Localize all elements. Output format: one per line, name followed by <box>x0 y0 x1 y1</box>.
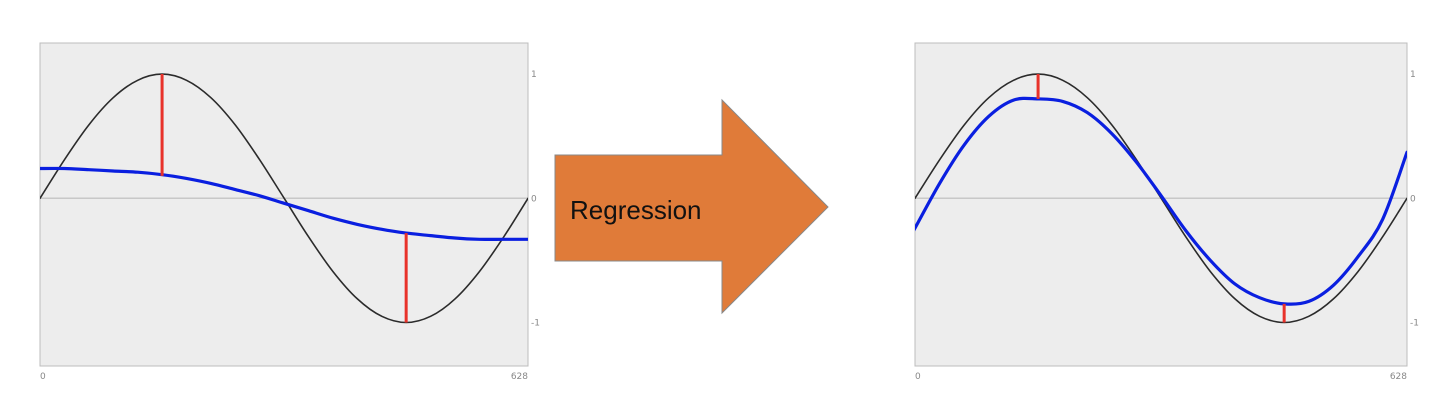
y-tick-label: 1 <box>1410 70 1416 80</box>
fit-curve <box>40 166 528 241</box>
plot-area <box>914 42 1408 367</box>
chart-before-regression: 0 628 1 0 -1 <box>39 42 540 382</box>
right-arrow-icon <box>554 98 829 315</box>
y-tick-label: 0 <box>531 194 537 204</box>
y-tick-label: -1 <box>531 319 540 329</box>
x-tick-label: 628 <box>1390 372 1407 382</box>
y-tick-label: -1 <box>1410 319 1419 329</box>
arrow-label: Regression <box>570 195 702 225</box>
x-tick-label: 628 <box>511 372 528 382</box>
target-curve <box>40 73 528 324</box>
x-tick-label: 0 <box>915 372 921 382</box>
regression-arrow: Regression <box>554 98 829 315</box>
y-tick-label: 1 <box>531 70 537 80</box>
fit-curve <box>915 96 1407 306</box>
y-tick-label: 0 <box>1410 194 1416 204</box>
x-tick-label: 0 <box>40 372 46 382</box>
chart-after-regression: 0 628 1 0 -1 <box>914 42 1419 382</box>
